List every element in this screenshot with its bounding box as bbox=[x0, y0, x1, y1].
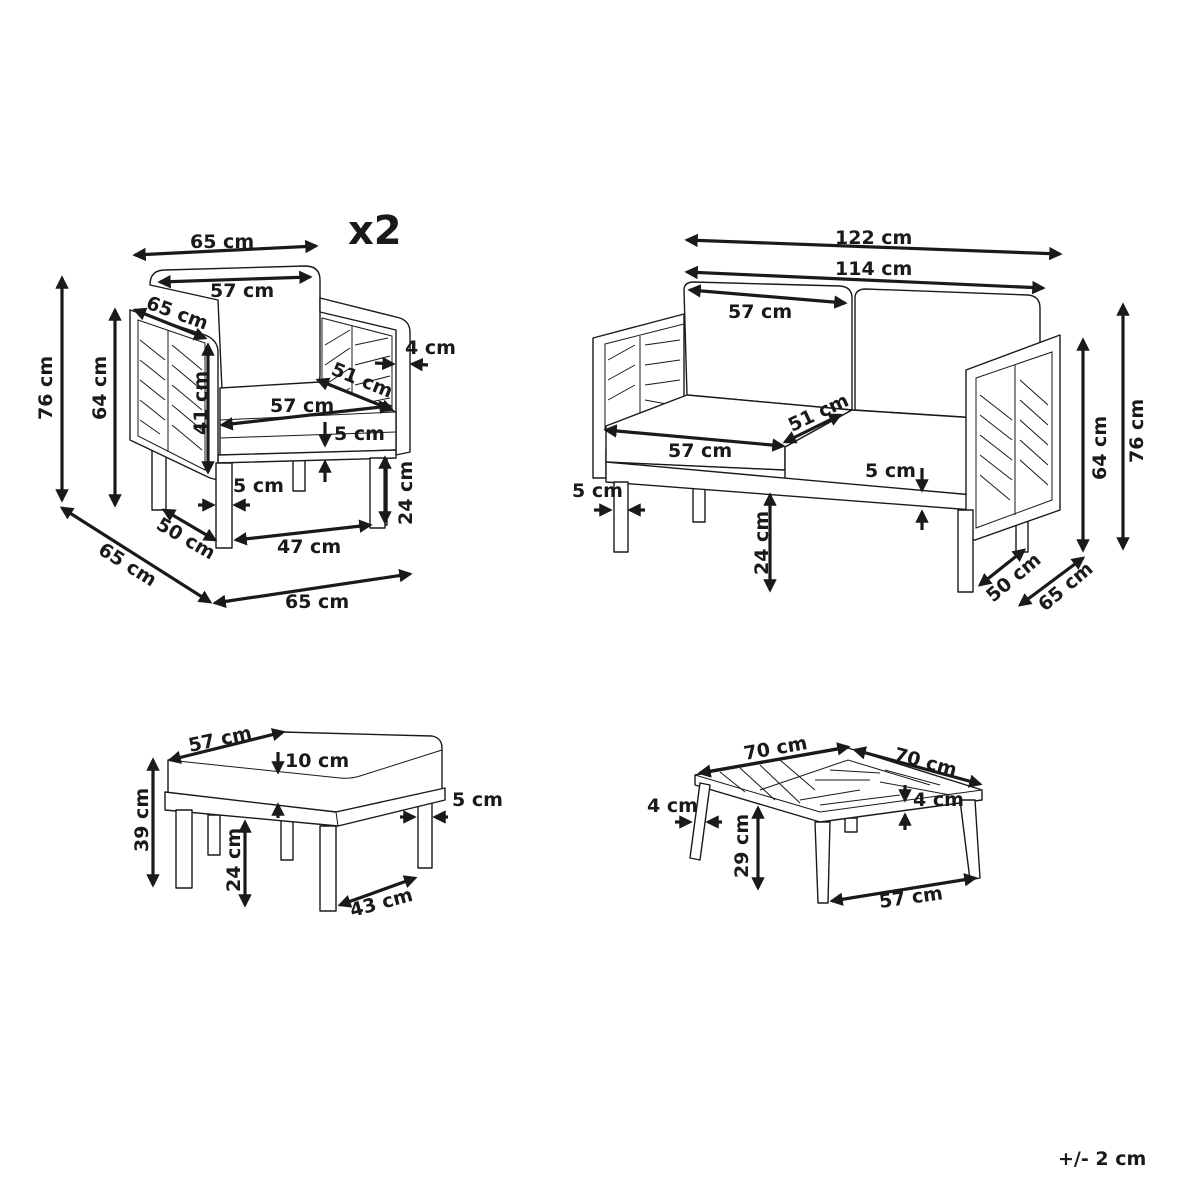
chair-leg-width-label: 5 cm bbox=[233, 475, 284, 497]
chair-cushion-label: 5 cm bbox=[334, 423, 385, 445]
sofa-leg-height-label: 24 cm bbox=[751, 511, 773, 575]
chair-arm-height-label: 64 cm bbox=[89, 356, 111, 420]
chair-total-height-label: 76 cm bbox=[35, 356, 57, 420]
armchair-dimensions bbox=[55, 239, 429, 609]
table-leg-span-label: 57 cm bbox=[878, 882, 945, 913]
chair-base-width-label: 65 cm bbox=[285, 591, 349, 613]
sofa-back-cushion-width-label: 57 cm bbox=[728, 301, 792, 323]
chair-back-height-label: 41 cm bbox=[190, 371, 212, 435]
table-leg-height-label: 29 cm bbox=[731, 814, 753, 878]
chair-back-width-label: 57 cm bbox=[210, 280, 274, 302]
stool-leg-height-label: 24 cm bbox=[223, 828, 245, 892]
sofa-leg-width-label: 5 cm bbox=[572, 480, 623, 502]
sofa-total-height-label: 76 cm bbox=[1126, 399, 1148, 463]
stool-total-height-label: 39 cm bbox=[131, 788, 153, 852]
stool-frame-label: 5 cm bbox=[452, 789, 503, 811]
sofa-back-width-label: 114 cm bbox=[835, 258, 912, 280]
chair-leg-span-depth-label: 50 cm bbox=[153, 513, 220, 564]
chair-leg-span-width-label: 47 cm bbox=[277, 536, 341, 558]
sofa-dimensions bbox=[594, 233, 1130, 607]
sofa-total-width-label: 122 cm bbox=[835, 227, 912, 249]
footstool-dimensions bbox=[146, 728, 448, 908]
quantity-label: x2 bbox=[348, 208, 402, 254]
chair-seat-width-label: 57 cm bbox=[270, 395, 334, 417]
table-leg-width-label: 4 cm bbox=[647, 795, 698, 817]
tolerance-note: +/- 2 cm bbox=[1058, 1148, 1146, 1170]
chair-arm-width-label: 4 cm bbox=[405, 337, 456, 359]
chair-leg-height-label: 24 cm bbox=[395, 461, 417, 525]
sofa-arm-height-label: 64 cm bbox=[1089, 416, 1111, 480]
stool-cushion-label: 10 cm bbox=[285, 750, 349, 772]
sofa-seat-cushion-width-label: 57 cm bbox=[668, 440, 732, 462]
chair-top-width-label: 65 cm bbox=[190, 231, 254, 253]
sofa-cushion-thickness-label: 5 cm bbox=[865, 460, 916, 482]
sofa-drawing bbox=[592, 281, 1061, 593]
coffee-table-dimensions bbox=[675, 742, 983, 906]
table-top-thickness-label: 4 cm bbox=[913, 789, 964, 811]
